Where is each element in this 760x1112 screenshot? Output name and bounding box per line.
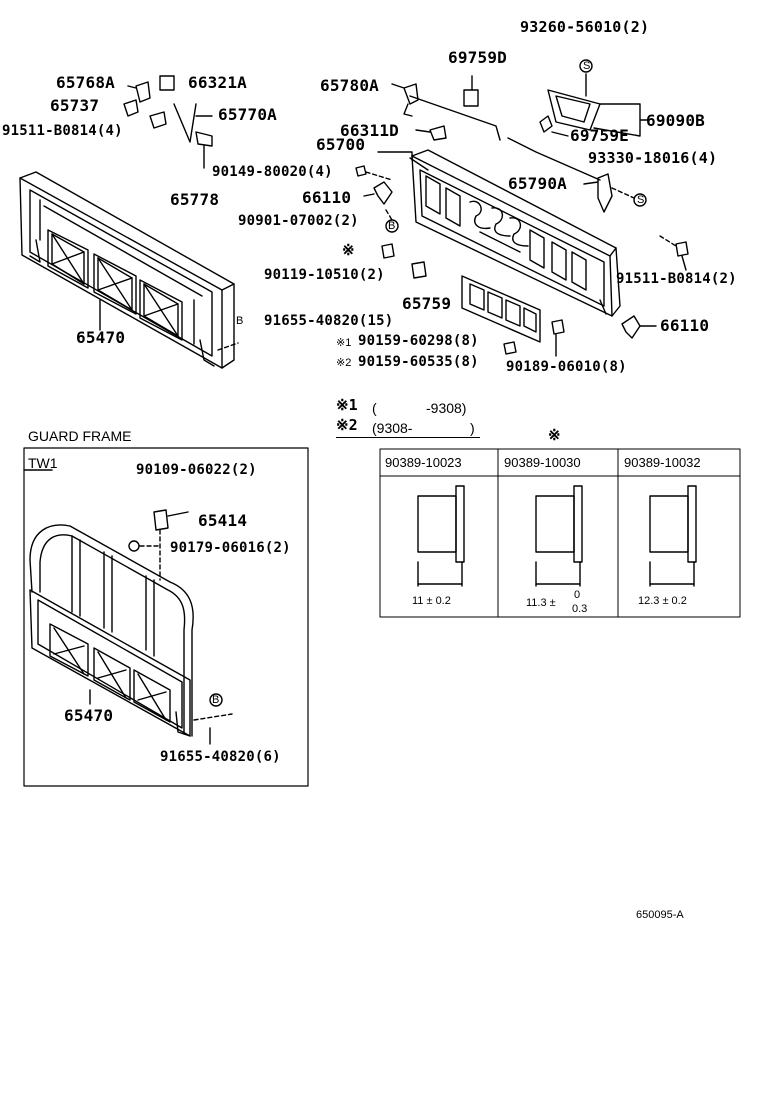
bracket-65780A	[403, 83, 419, 105]
part-65778	[195, 131, 213, 147]
label-91655-bottom: 91655-40820(6)	[160, 749, 281, 765]
spec-table-lines	[379, 448, 741, 618]
label-90189: 90189-06010(8)	[506, 359, 627, 375]
label-69759E: 69759E	[570, 126, 629, 145]
bolt-90119-a	[381, 243, 395, 259]
trim-plate-65759	[461, 275, 541, 343]
leader-b-dash	[217, 342, 239, 351]
bolt-91511-right	[675, 241, 689, 257]
label-66321A: 66321A	[188, 73, 247, 92]
hinge-66110-left	[373, 181, 393, 205]
part-66311D	[429, 125, 447, 141]
label-65737: 65737	[50, 96, 100, 115]
b-symbol-c: B	[236, 315, 244, 327]
grommet-section-3	[649, 485, 697, 587]
label-90159-a: 90159-60298(8)	[358, 333, 479, 349]
bracket-65790A	[597, 173, 613, 213]
label-65470-top: 65470	[76, 328, 126, 347]
label-93260: 93260-56010(2)	[520, 18, 650, 36]
leader-65700	[377, 151, 413, 161]
spec-col1-part: 90389-10023	[385, 455, 462, 470]
label-66110-right: 66110	[660, 316, 710, 335]
kome1-mark-90159: ※1	[336, 337, 352, 349]
bolt-90149	[355, 165, 367, 177]
label-65770A: 65770A	[218, 105, 277, 124]
label-69759D: 69759D	[448, 48, 507, 67]
label-90149: 90149-80020(4)	[212, 164, 333, 180]
spec-col2-tol-top: 0	[574, 589, 581, 601]
spec-col3-part: 90389-10032	[624, 455, 701, 470]
label-90109: 90109-06022(2)	[136, 462, 257, 478]
clip-90189	[551, 319, 565, 335]
part-65768A	[135, 81, 151, 103]
guard-frame-title: GUARD FRAME	[28, 428, 132, 444]
screw-90159	[503, 341, 517, 355]
label-65790A: 65790A	[508, 174, 567, 193]
note2-range: (9308-	[372, 420, 413, 436]
latch-69090B	[539, 89, 649, 137]
s-symbol-a: S	[583, 60, 591, 72]
nut-90179	[128, 540, 140, 552]
symbol-s-circle-b	[633, 193, 647, 207]
kome-table-mark: ※	[548, 426, 561, 444]
label-65470-bottom: 65470	[64, 706, 114, 725]
b-symbol-a: B	[388, 220, 396, 232]
spec-col2-part: 90389-10030	[504, 455, 581, 470]
rod-65770A	[173, 103, 197, 143]
note2-close: )	[470, 420, 475, 436]
label-69090B: 69090B	[646, 111, 705, 130]
guard-frame-variant: TW1	[28, 455, 58, 471]
s-symbol-b: S	[637, 194, 645, 206]
tailgate-65700	[409, 149, 621, 317]
note-kome2: ※2	[336, 416, 358, 434]
grommet-section-2	[535, 485, 583, 587]
guard-frame-box	[23, 447, 309, 787]
label-91511-right: 91511-B0814(2)	[616, 271, 737, 287]
spec-col1-dim: 11 ± 0.2	[412, 595, 451, 607]
label-66311D: 66311D	[340, 121, 399, 140]
label-65778: 65778	[170, 190, 220, 209]
bolt-91511-left	[149, 111, 167, 129]
label-65759: 65759	[402, 294, 452, 313]
label-66110-left: 66110	[302, 188, 352, 207]
label-91511-left: 91511-B0814(4)	[2, 123, 123, 139]
spec-col2-tol-bottom: 0.3	[572, 603, 588, 615]
kome-mark-90119: ※	[342, 241, 355, 259]
label-90901: 90901-07002(2)	[238, 213, 359, 229]
grommet-section-1	[417, 485, 465, 587]
seat-back-panel-65470	[19, 171, 235, 369]
note1-open: (	[372, 400, 377, 416]
label-90159-b: 90159-60535(8)	[358, 354, 479, 370]
spec-col2-dim: 11.3 ±	[526, 597, 556, 609]
symbol-s-circle-a	[579, 59, 593, 73]
cable-65790A	[507, 137, 601, 181]
label-91655-top: 91655-40820(15)	[264, 313, 394, 329]
symbol-b-circle-b	[209, 693, 223, 707]
bracket-65414	[153, 509, 169, 531]
label-65414: 65414	[198, 511, 248, 530]
cable-65780A	[409, 95, 501, 141]
label-93330: 93330-18016(4)	[588, 149, 718, 167]
label-65700: 65700	[316, 135, 366, 154]
label-90179: 90179-06016(2)	[170, 540, 291, 556]
note-underline	[336, 437, 480, 438]
bolt-90119-b	[411, 261, 427, 279]
note1-range: -9308)	[426, 400, 467, 416]
guard-frame-65470	[29, 524, 194, 737]
part-66321A	[159, 75, 175, 91]
part-65737	[123, 99, 139, 117]
hinge-66110-right	[621, 315, 641, 339]
b-symbol-b: B	[212, 694, 220, 706]
note-kome1: ※1	[336, 396, 358, 414]
label-90119: 90119-10510(2)	[264, 267, 385, 283]
kome2-mark-90159: ※2	[336, 357, 352, 369]
label-65768A: 65768A	[56, 73, 115, 92]
figure-code: 650095-A	[636, 909, 684, 921]
spec-col3-dim: 12.3 ± 0.2	[638, 595, 687, 607]
label-65780A: 65780A	[320, 76, 379, 95]
block-69759D	[463, 89, 479, 107]
